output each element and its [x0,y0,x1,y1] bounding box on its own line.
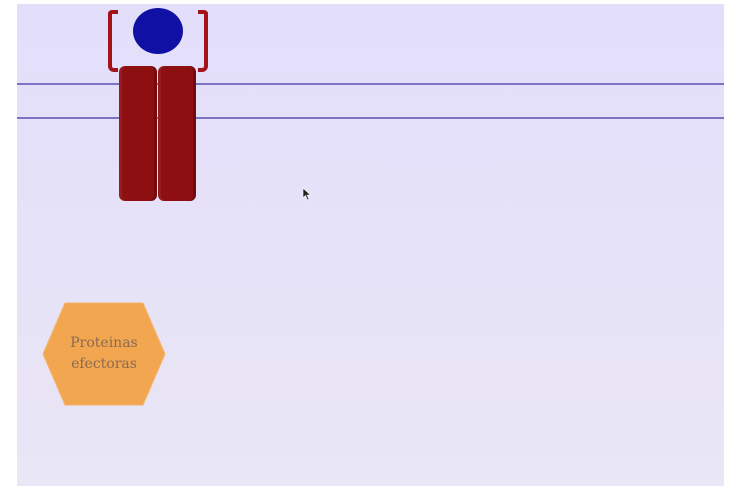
effector-label: Proteinas efectoras [42,302,166,406]
receptor-binding-arm-left [108,10,118,72]
effector-label-line2: efectoras [71,356,137,372]
cursor-arrow-icon [302,187,312,201]
effector-label-line1: Proteinas [70,335,138,351]
receptor-binding-arm-right [198,10,208,72]
effector-hexagon-shape [42,302,166,406]
receptor-transmembrane-helix-right [158,66,196,201]
effector-proteins-hexagon: Proteinas efectoras [42,302,166,406]
membrane-inner-line [17,117,724,119]
receptor-transmembrane-helix-left [119,66,157,201]
membrane-outer-line [17,83,724,85]
ligand-molecule [133,8,183,54]
